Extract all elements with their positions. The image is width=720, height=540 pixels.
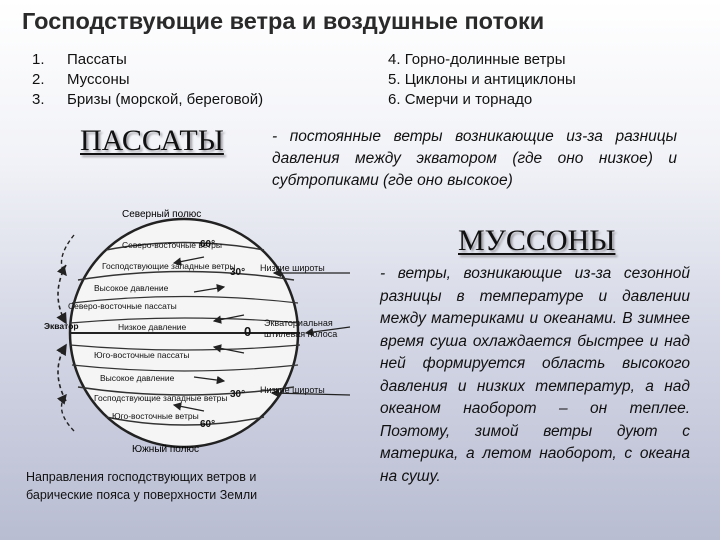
passaty-heading: ПАССАТЫ <box>80 124 224 157</box>
page-title: Господствующие ветра и воздушные потоки <box>22 8 545 34</box>
south-pole-label: Южный полюс <box>132 444 199 455</box>
wind-belts-diagram: Северный полюс Южный полюс Северо-восточ… <box>44 209 351 455</box>
lat-label: 60° <box>200 419 215 430</box>
mussony-heading: МУССОНЫ <box>458 224 616 257</box>
right-label-line: штилевая полоса <box>264 329 337 339</box>
list-item: 3.Бризы (морской, береговой) <box>32 91 264 108</box>
lat-label: 30° <box>230 267 245 278</box>
lat-label: 0 <box>244 324 251 339</box>
right-label-line: Экваториальная <box>264 318 333 328</box>
belt-label: Юго-восточные ветры <box>112 411 199 421</box>
belt-label: Высокое давление <box>94 283 169 293</box>
belt-label: Господствующие западные ветры <box>102 261 235 271</box>
belt-label: Низкое давление <box>118 322 187 332</box>
list-item: 4. Горно-долинные ветры <box>388 51 566 68</box>
list-item: 1.Пассаты <box>32 51 127 68</box>
north-pole-label: Северный полюс <box>122 209 201 220</box>
list-item: 2.Муссоны <box>32 71 130 88</box>
equator-label: Экватор <box>44 321 79 331</box>
diagram-caption: Направления господствующих ветров и бари… <box>26 470 258 502</box>
right-label: Низкие широты <box>260 263 325 273</box>
right-label: Низкие широты <box>260 385 325 395</box>
wind-types-list-right: 4. Горно-долинные ветры 5. Циклоны и ант… <box>388 50 576 110</box>
list-item: 5. Циклоны и антициклоны <box>388 71 576 88</box>
passaty-definition: - постоянные ветры возникающие из-за раз… <box>272 128 677 189</box>
belt-label: Северо-восточные ветры <box>122 240 222 250</box>
belt-label: Господствующие западные ветры <box>94 393 227 403</box>
mussony-definition: - ветры, возникающие из-за сезонной разн… <box>380 265 690 485</box>
lat-label: 30° <box>230 389 245 400</box>
list-item: 6. Смерчи и торнадо <box>388 91 533 108</box>
belt-label: Северо-восточные пассаты <box>68 301 177 311</box>
wind-types-list-left: 1.Пассаты 2.Муссоны 3.Бризы (морской, бе… <box>32 50 263 110</box>
belt-label: Высокое давление <box>100 373 175 383</box>
lat-label: 60° <box>200 239 215 250</box>
belt-label: Юго-восточные пассаты <box>94 350 190 360</box>
